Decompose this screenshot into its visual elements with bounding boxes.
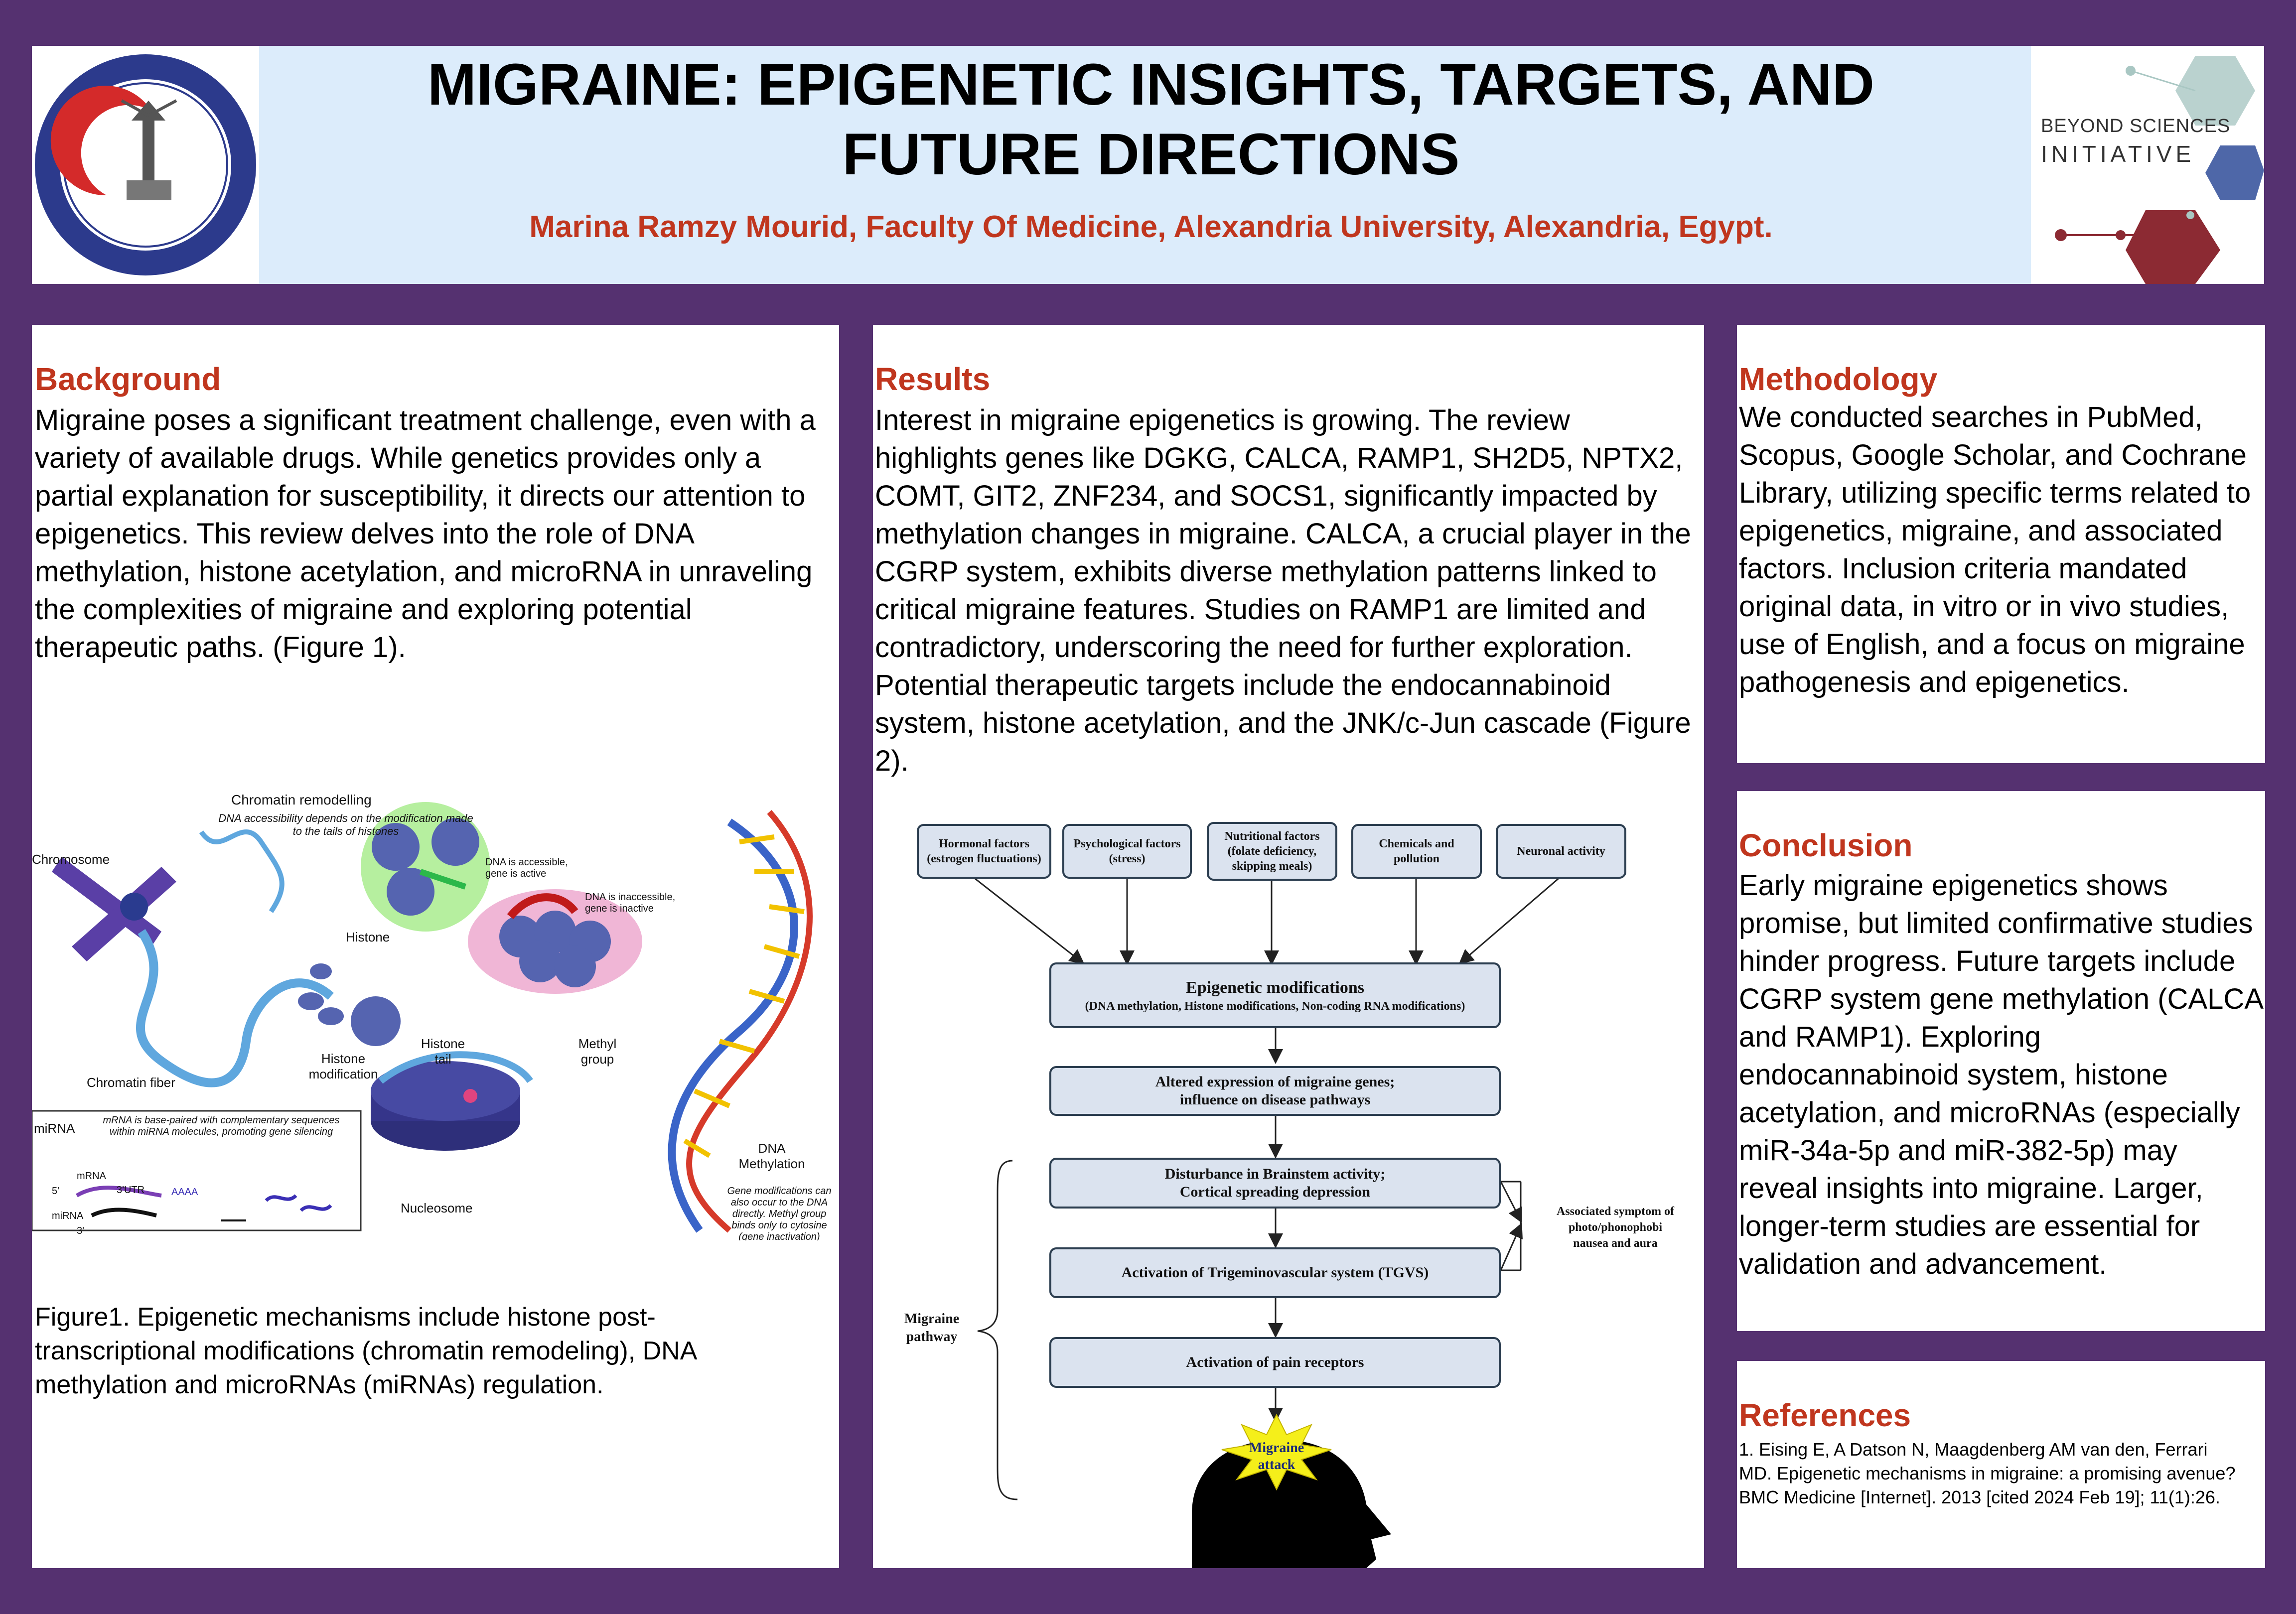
hexagon-network-icon (2055, 56, 2264, 284)
fig-label-histone-modification: Histone modification (308, 1051, 378, 1081)
tgvs-activation-box: Activation of Trigeminovascular system (… (1049, 1247, 1501, 1298)
fig-label-nucleosome: Nucleosome (401, 1201, 473, 1215)
fig-label-mirna-note: mRNA is base-paired with complementary s… (103, 1115, 340, 1137)
fig-label-utr: 3'UTR (117, 1185, 145, 1196)
fig-label-chromatin-fiber: Chromatin fiber (87, 1075, 175, 1090)
methodology-text: We conducted searches in PubMed, Scopus,… (1739, 401, 2251, 698)
alexandria-logo (32, 46, 259, 284)
fig-label-dna-note: Gene modifications can also occur to the… (727, 1186, 832, 1240)
altered-expression-line2: influence on disease pathways (1179, 1091, 1371, 1108)
alexandria-seal-icon (35, 54, 256, 275)
fig-label-remodelling-note: DNA accessibility depends on the modific… (218, 812, 473, 837)
migraine-pathway-label: Migraine pathway (904, 1311, 960, 1345)
fig-label-methyl-group: Methyl group (578, 1036, 617, 1067)
tgvs-activation-text: Activation of Trigeminovascular system (… (1121, 1264, 1429, 1281)
factor-box-hormonal: Hormonal factors (estrogen fluctuations) (917, 824, 1051, 879)
fig-label-mirna: miRNA (34, 1121, 75, 1136)
factor-chemicals-line1: Chemicals and (1379, 837, 1454, 850)
figure1-epigenetics: Chromatin remodelling DNA accessibility … (32, 782, 839, 1240)
factor-box-nutritional: Nutritional factors (folate deficiency, … (1207, 822, 1337, 881)
conclusion-panel (1737, 791, 2265, 1331)
methodology-heading: Methodology (1739, 361, 1938, 397)
factor-nutritional-line1: Nutritional factors (1224, 830, 1320, 843)
associated-symptom-label: Associated symptom of photo/phonophobi n… (1557, 1205, 1674, 1250)
factor-psychological-line1: Psychological factors (1073, 837, 1181, 850)
fig-label-inaccessible: DNA is inaccessible, gene is inactive (585, 892, 676, 914)
factor-hormonal-line2: (estrogen fluctuations) (927, 852, 1041, 865)
background-heading: Background (35, 361, 221, 397)
fig-label-mirna-small: miRNA (52, 1210, 84, 1221)
figure1-caption: Figure1. Epigenetic mechanisms include h… (35, 1303, 696, 1399)
poster-title-line1: MIGRAINE: EPIGENETIC INSIGHTS, TARGETS, … (427, 52, 1875, 118)
methodology-panel (1737, 325, 2265, 763)
logo-text-line1: BEYOND SCIENCES (2041, 116, 2231, 136)
epigenetic-modifications-sub: (DNA methylation, Histone modifications,… (1085, 1000, 1465, 1013)
references-heading: References (1739, 1397, 1911, 1433)
factor-neuronal-line1: Neuronal activity (1517, 845, 1605, 858)
brainstem-disturbance-box: Disturbance in Brainstem activity; Corti… (1049, 1158, 1501, 1209)
fig-label-accessible: DNA is accessible, gene is active (485, 857, 568, 879)
conclusion-heading: Conclusion (1739, 827, 1913, 863)
references-text: 1. Eising E, A Datson N, Maagdenberg AM … (1739, 1439, 2236, 1507)
logo-text-line2: INITIATIVE (2041, 141, 2195, 167)
background-text: Migraine poses a significant treatment c… (35, 404, 816, 664)
factor-box-neuronal: Neuronal activity (1496, 824, 1626, 879)
results-heading: Results (875, 361, 991, 397)
background-panel (32, 325, 839, 1568)
altered-expression-box: Altered expression of migraine genes; in… (1049, 1066, 1501, 1116)
conclusion-text: Early migraine epigenetics shows promise… (1739, 869, 2262, 1280)
beyond-sciences-logo: BEYOND SCIENCES INITIATIVE (2031, 46, 2264, 284)
pain-receptors-text: Activation of pain receptors (1186, 1354, 1364, 1370)
fig-label-histone: Histone (346, 930, 390, 944)
factor-psychological-line2: (stress) (1109, 852, 1146, 865)
factor-hormonal-line1: Hormonal factors (939, 837, 1029, 850)
fig-label-chromosome: Chromosome (32, 852, 110, 867)
header-banner (32, 46, 2264, 284)
fig-label-dna-methylation: DNA Methylation (738, 1141, 805, 1171)
factor-nutritional-line2: (folate deficiency, skipping meals) (1227, 845, 1317, 873)
chromosome-shape (52, 857, 176, 961)
brainstem-disturbance-line2: Cortical spreading depression (1179, 1184, 1371, 1200)
flowchart-connectors (972, 876, 1561, 1568)
altered-expression-line1: Altered expression of migraine genes; (1155, 1074, 1395, 1090)
pain-receptors-box: Activation of pain receptors (1049, 1337, 1501, 1388)
factor-box-chemicals: Chemicals and pollution (1351, 824, 1482, 879)
epigenetic-modifications-box: Epigenetic modifications (DNA methylatio… (1049, 962, 1501, 1028)
epigenetic-mechanisms-illustration (32, 802, 813, 1233)
poster-title-line2: FUTURE DIRECTIONS (842, 122, 1460, 187)
fig-label-mrna: mRNA (77, 1171, 106, 1182)
fig-label-remodelling: Chromatin remodelling (231, 792, 372, 807)
fig-label-five-prime: 5' (52, 1186, 59, 1197)
fig-label-aaaa: AAAA (171, 1187, 198, 1198)
epigenetic-modifications-title: Epigenetic modifications (1186, 978, 1364, 997)
figure2-flowchart: Hormonal factors (estrogen fluctuations)… (873, 817, 1704, 1568)
migraine-attack-label: Migraine attack (1249, 1440, 1304, 1473)
references-panel (1737, 1361, 2265, 1568)
brainstem-disturbance-line1: Disturbance in Brainstem activity; (1164, 1166, 1386, 1182)
fig-label-histone-tail: Histone tail (421, 1036, 465, 1067)
author-affiliation: Marina Ramzy Mourid, Faculty Of Medicine… (529, 210, 1773, 244)
factor-chemicals-line2: pollution (1393, 852, 1440, 865)
factor-box-psychological: Psychological factors (stress) (1062, 824, 1192, 879)
fig-label-three-prime: 3' (77, 1225, 84, 1236)
results-text: Interest in migraine epigenetics is grow… (875, 404, 1691, 777)
